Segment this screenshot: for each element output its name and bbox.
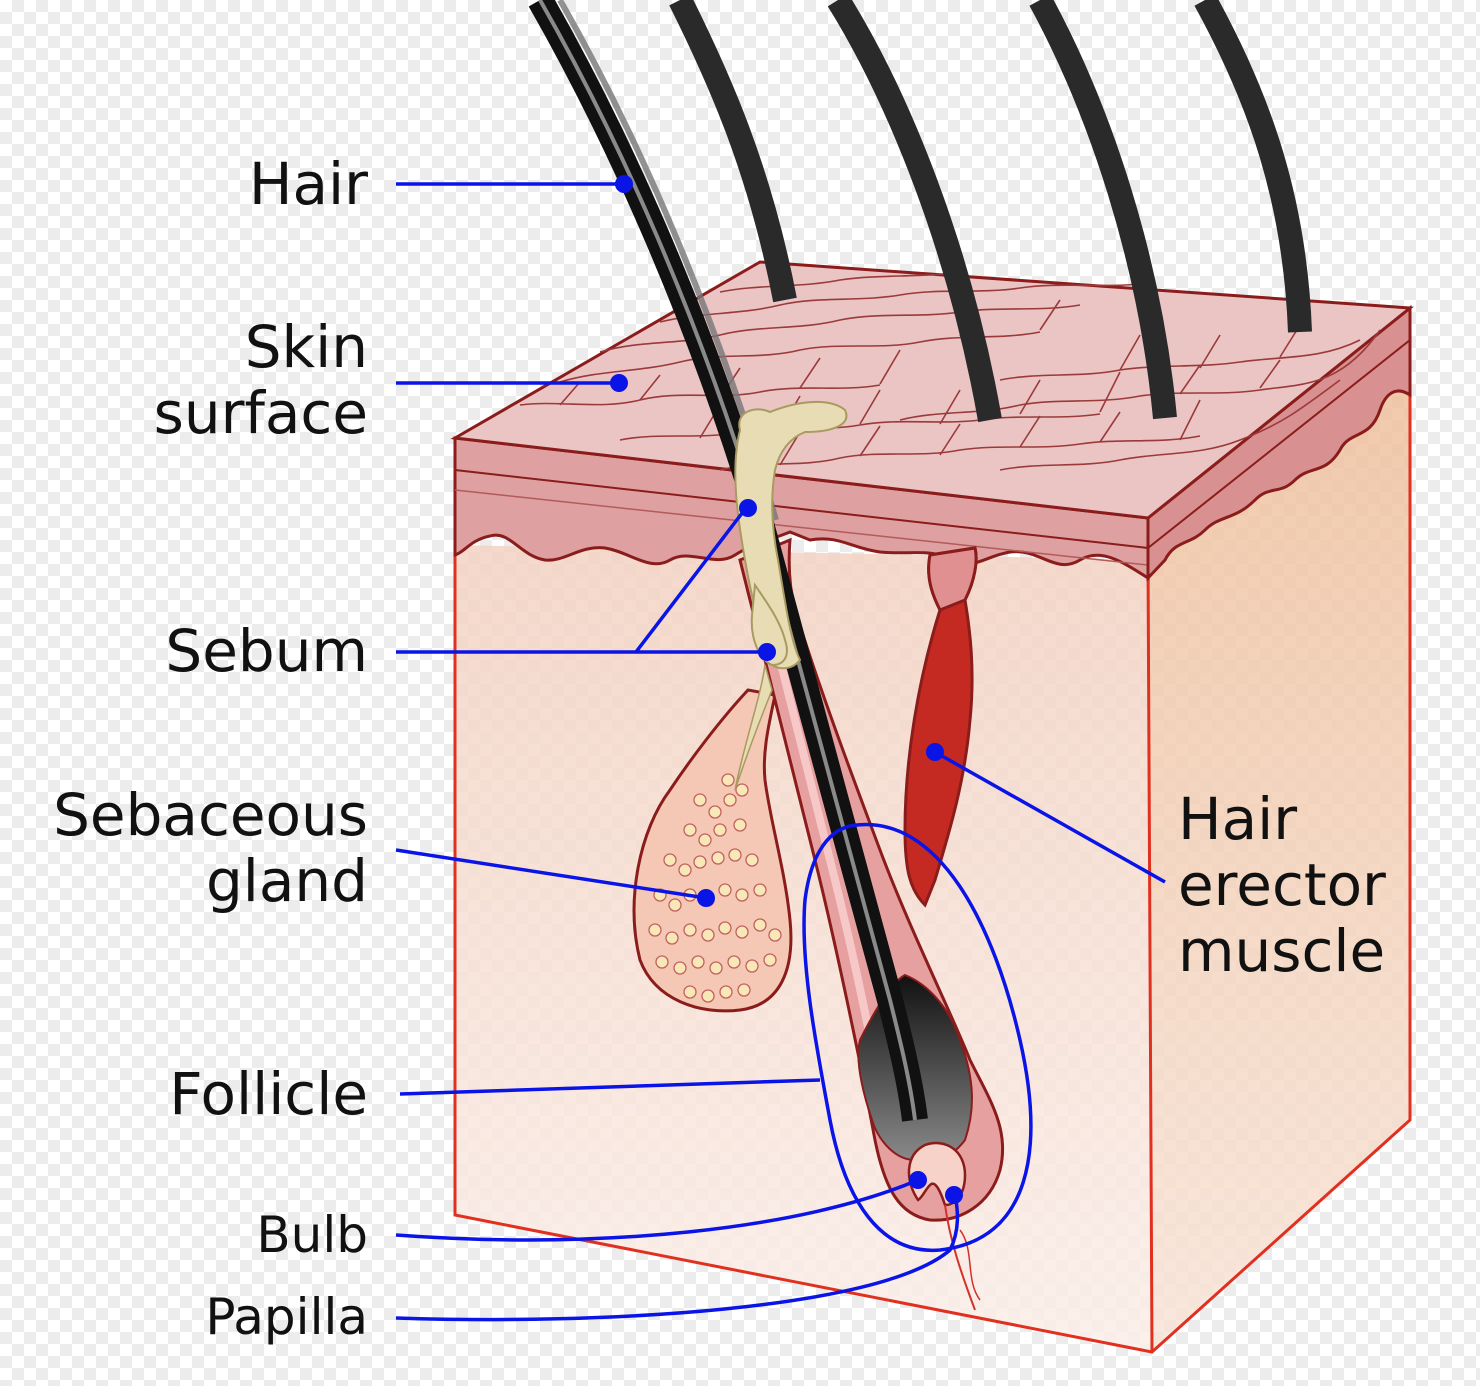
- follicle-highlight-outline: [802, 822, 1033, 1252]
- block-side-face: [1148, 308, 1410, 1352]
- label-sebum: Sebum: [165, 617, 368, 685]
- sebum-deposits: [734, 401, 848, 791]
- leader-sebaceous-gland: [395, 848, 707, 900]
- label-hair-erector-muscle: Hair erector muscle: [1178, 785, 1386, 985]
- hair-strands: [669, 0, 1312, 423]
- label-hair: Hair: [248, 150, 368, 218]
- label-skin-surface: Skin surface: [153, 313, 368, 447]
- hair-erector-muscle: [903, 546, 978, 908]
- leader-bulb: [395, 1178, 919, 1242]
- label-papilla: Papilla: [205, 1288, 368, 1346]
- leader-papilla: [395, 1194, 960, 1322]
- block-edge: [1146, 559, 1154, 1353]
- leader-lines: [395, 182, 1166, 1322]
- leader-hair-erector-muscle: [934, 750, 1166, 884]
- leader-dots: [610, 175, 963, 1204]
- gland-cells: [648, 773, 782, 1003]
- label-follicle: Follicle: [169, 1060, 368, 1128]
- leader-follicle: [399, 1078, 821, 1096]
- leader-sebum: [396, 506, 766, 654]
- sebaceous-gland: [632, 688, 793, 1013]
- label-sebaceous-gland: Sebaceous gland: [53, 781, 368, 915]
- label-bulb: Bulb: [256, 1206, 368, 1264]
